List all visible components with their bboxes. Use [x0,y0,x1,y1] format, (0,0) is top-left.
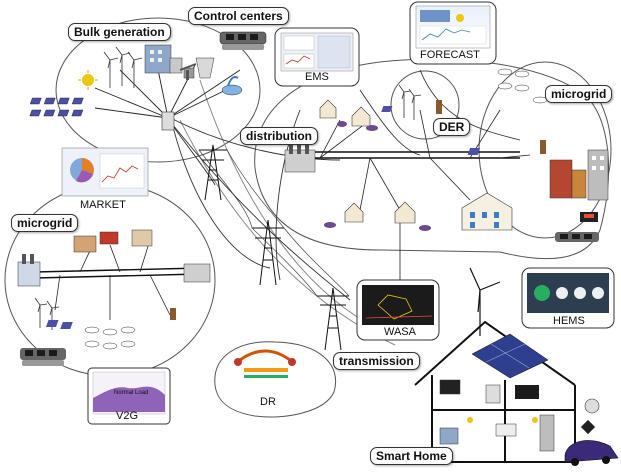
distribution-label: distribution [240,127,318,145]
home-appliances-icon [439,379,555,452]
smart-meter-icon [580,398,600,435]
distribution-houses-icon [319,99,416,224]
microgrid-left-cars-icon [84,326,136,350]
smart-home-house [414,320,576,463]
transmission-tower-2-icon [252,219,284,286]
hems-label: HEMS [553,315,585,327]
smart-home-wind-turbine-icon [469,267,501,336]
microgrid-left-solar-icon [45,308,176,329]
large-house-icon [461,192,513,231]
dr-illustration-icon [234,349,296,378]
control-center-console-icon [219,31,267,50]
oil-pump-icon [179,63,197,80]
microgrid-left-spokes [54,239,171,320]
transmission-label: transmission [333,352,420,370]
microgrid-right-label: microgrid [545,85,613,103]
solar-roof-panel-icon [471,333,549,379]
electric-car-icon [564,440,619,466]
distribution-substation-icon [284,144,316,173]
sun-icon [78,70,98,90]
transmission-tower-1-icon [199,144,227,201]
microgrid-left-substation-icon [183,263,211,283]
connection-lines [164,69,521,301]
microgrid-left-factory-icon [73,229,153,253]
ems-panel [274,27,360,87]
transmission-lines [198,149,350,297]
city-buildings-icon [549,149,609,201]
microgrid-right-console-icon [555,232,599,242]
microgrid-right-cars-icon [497,68,548,104]
distribution-cars-icon [324,121,431,231]
solar-panels-bulk-icon [29,97,84,117]
v2g-panel [87,367,171,425]
wind-turbines-bulk-icon [103,46,143,88]
der-region [390,70,460,140]
microgrid-left-plant-icon [17,254,41,287]
bulk-hub [161,111,175,131]
hems-panel [521,267,615,329]
v2g-curve-label: Normal Load [114,390,149,396]
forecast-panel [409,1,497,65]
der-turbines-icon [398,84,422,120]
distribution-drops [319,109,531,280]
hydro-dam-icon [221,76,243,96]
microgrid-left-console-icon [20,348,66,366]
market-label: MARKET [80,199,126,211]
smart-home-label: Smart Home [370,447,453,465]
microgrid-left-bus [34,267,201,279]
v2g-label: V2G [116,410,139,422]
ems-label: EMS [305,71,329,83]
bulk-generation-region [55,17,261,163]
forecast-label: FORECAST [420,49,480,61]
market-panel [61,147,149,197]
power-plant-building-icon [144,44,183,74]
dr-region [214,341,336,418]
bulk-generation-label: Bulk generation [68,23,171,41]
control-centers-label: Control centers [188,7,289,25]
microgrid-left-label: microgrid [11,214,79,232]
transmission-tower-3-icon [317,287,349,351]
wasa-label: WASA [384,326,416,338]
microgrid-right-battery-icon [580,212,598,222]
der-solar-icon [381,100,442,114]
wasa-panel [356,279,440,341]
microgrid-right-solar-icon [467,140,546,155]
v2g-load-curve [93,386,165,412]
dr-label: DR [260,396,276,408]
der-label: DER [433,118,471,136]
